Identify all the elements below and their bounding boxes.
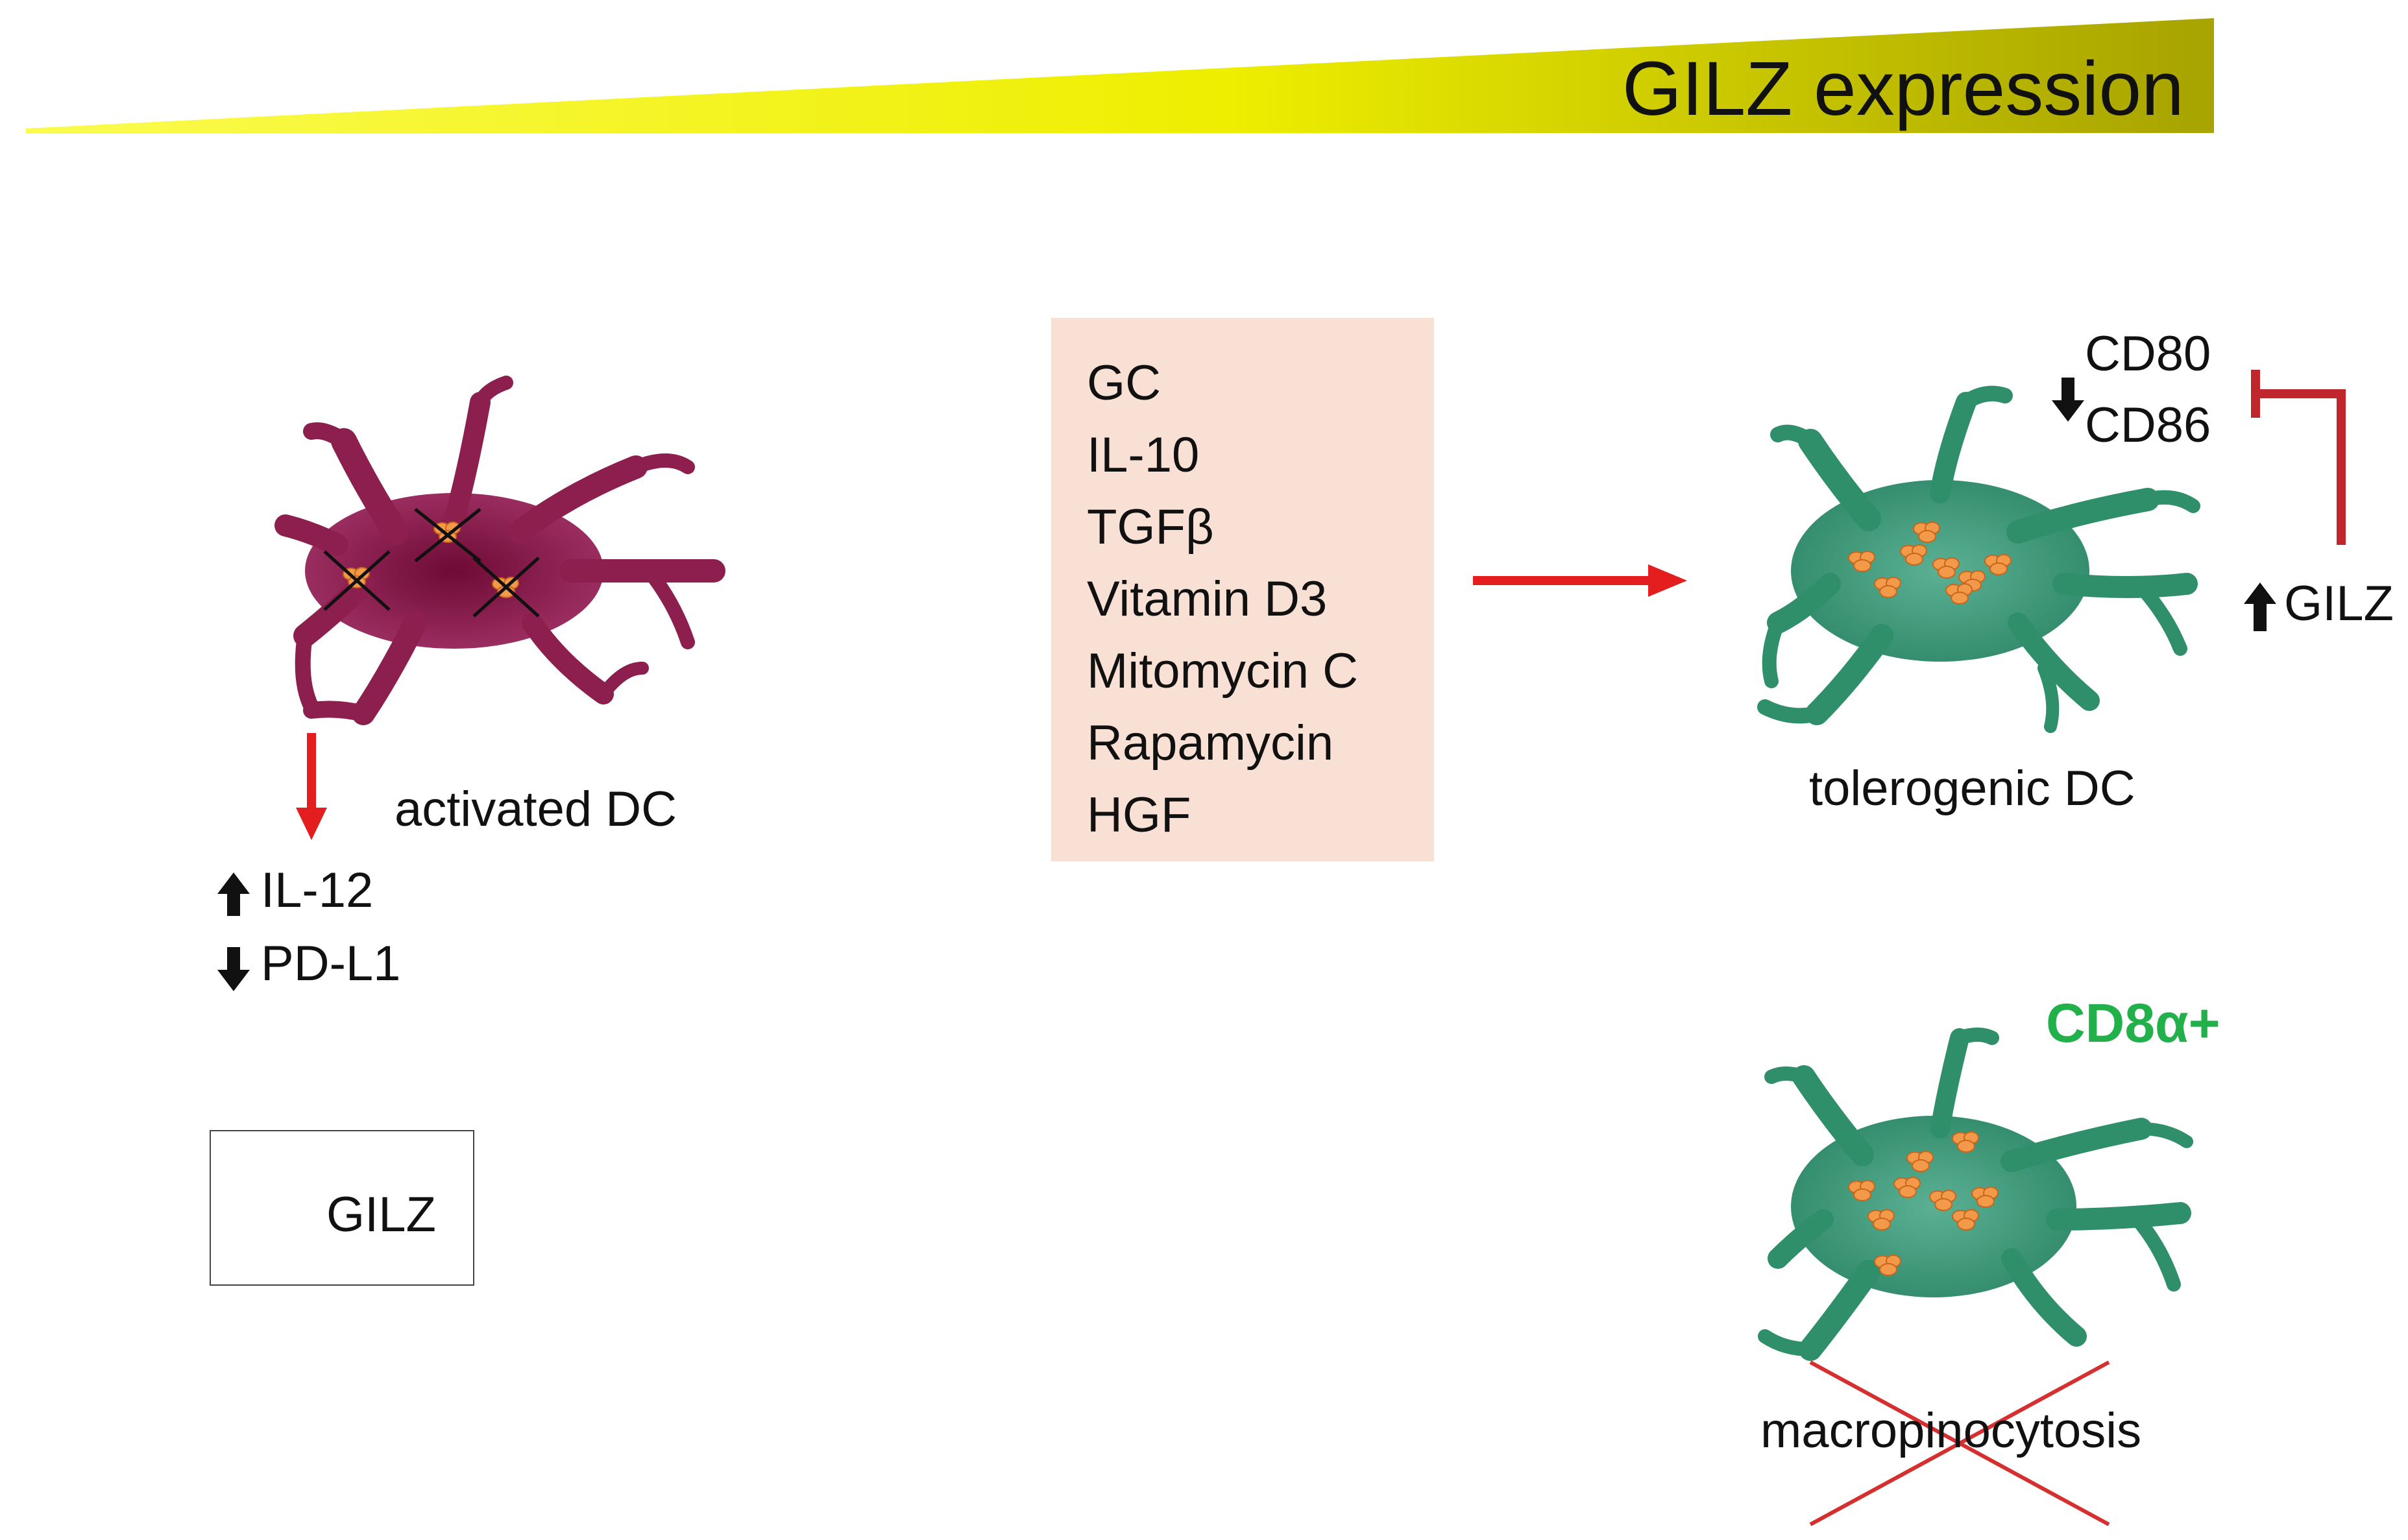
condition-item: TGFβ [1087, 499, 1214, 555]
condition-item: Vitamin D3 [1087, 571, 1328, 627]
condition-item: Rapamycin [1087, 716, 1334, 771]
activated-dc-cell [274, 376, 725, 725]
down-arrow-icon [217, 947, 250, 991]
up-arrow-icon [2244, 583, 2276, 631]
gilz-up-label: GILZ [2284, 576, 2394, 631]
banner-title: GILZ expression [1622, 46, 2184, 132]
conditions-box [1051, 318, 1434, 861]
legend-box [210, 1130, 474, 1286]
cd86-label: CD86 [2085, 398, 2211, 453]
condition-item: HGF [1087, 788, 1191, 843]
gilz-inhibition-bracket [2251, 370, 2346, 545]
legend-label: GILZ [326, 1187, 436, 1242]
cd8a-label: CD8α+ [2046, 993, 2220, 1053]
condition-item: IL-10 [1087, 427, 1200, 483]
tolerogenic-dc-label: tolerogenic DC [1809, 761, 2135, 816]
condition-item: Mitomycin C [1087, 644, 1359, 699]
down-arrow-icon [2052, 378, 2084, 422]
cd8-dc-cell [1758, 1028, 2193, 1361]
macropinocytosis-label: macropinocytosis [1760, 1403, 2142, 1458]
macropinocytosis-cross [1809, 1360, 2110, 1526]
activated-dc-crossed-gilz [323, 508, 540, 618]
pdl1-label: PD-L1 [261, 936, 401, 991]
up-arrow-icon [217, 872, 250, 916]
conditions-list: GC IL-10 TGFβ Vitamin D3 Mitomycin C Rap… [1087, 347, 1358, 851]
activated-dc-label: activated DC [395, 782, 677, 837]
condition-item: GC [1087, 355, 1161, 411]
activated-dc-arrow [296, 733, 327, 840]
il12-label: IL-12 [261, 863, 374, 918]
conditions-arrow [1473, 564, 1687, 597]
gilz-expression-gradient-banner [26, 18, 2214, 134]
cd80-label: CD80 [2085, 326, 2211, 381]
